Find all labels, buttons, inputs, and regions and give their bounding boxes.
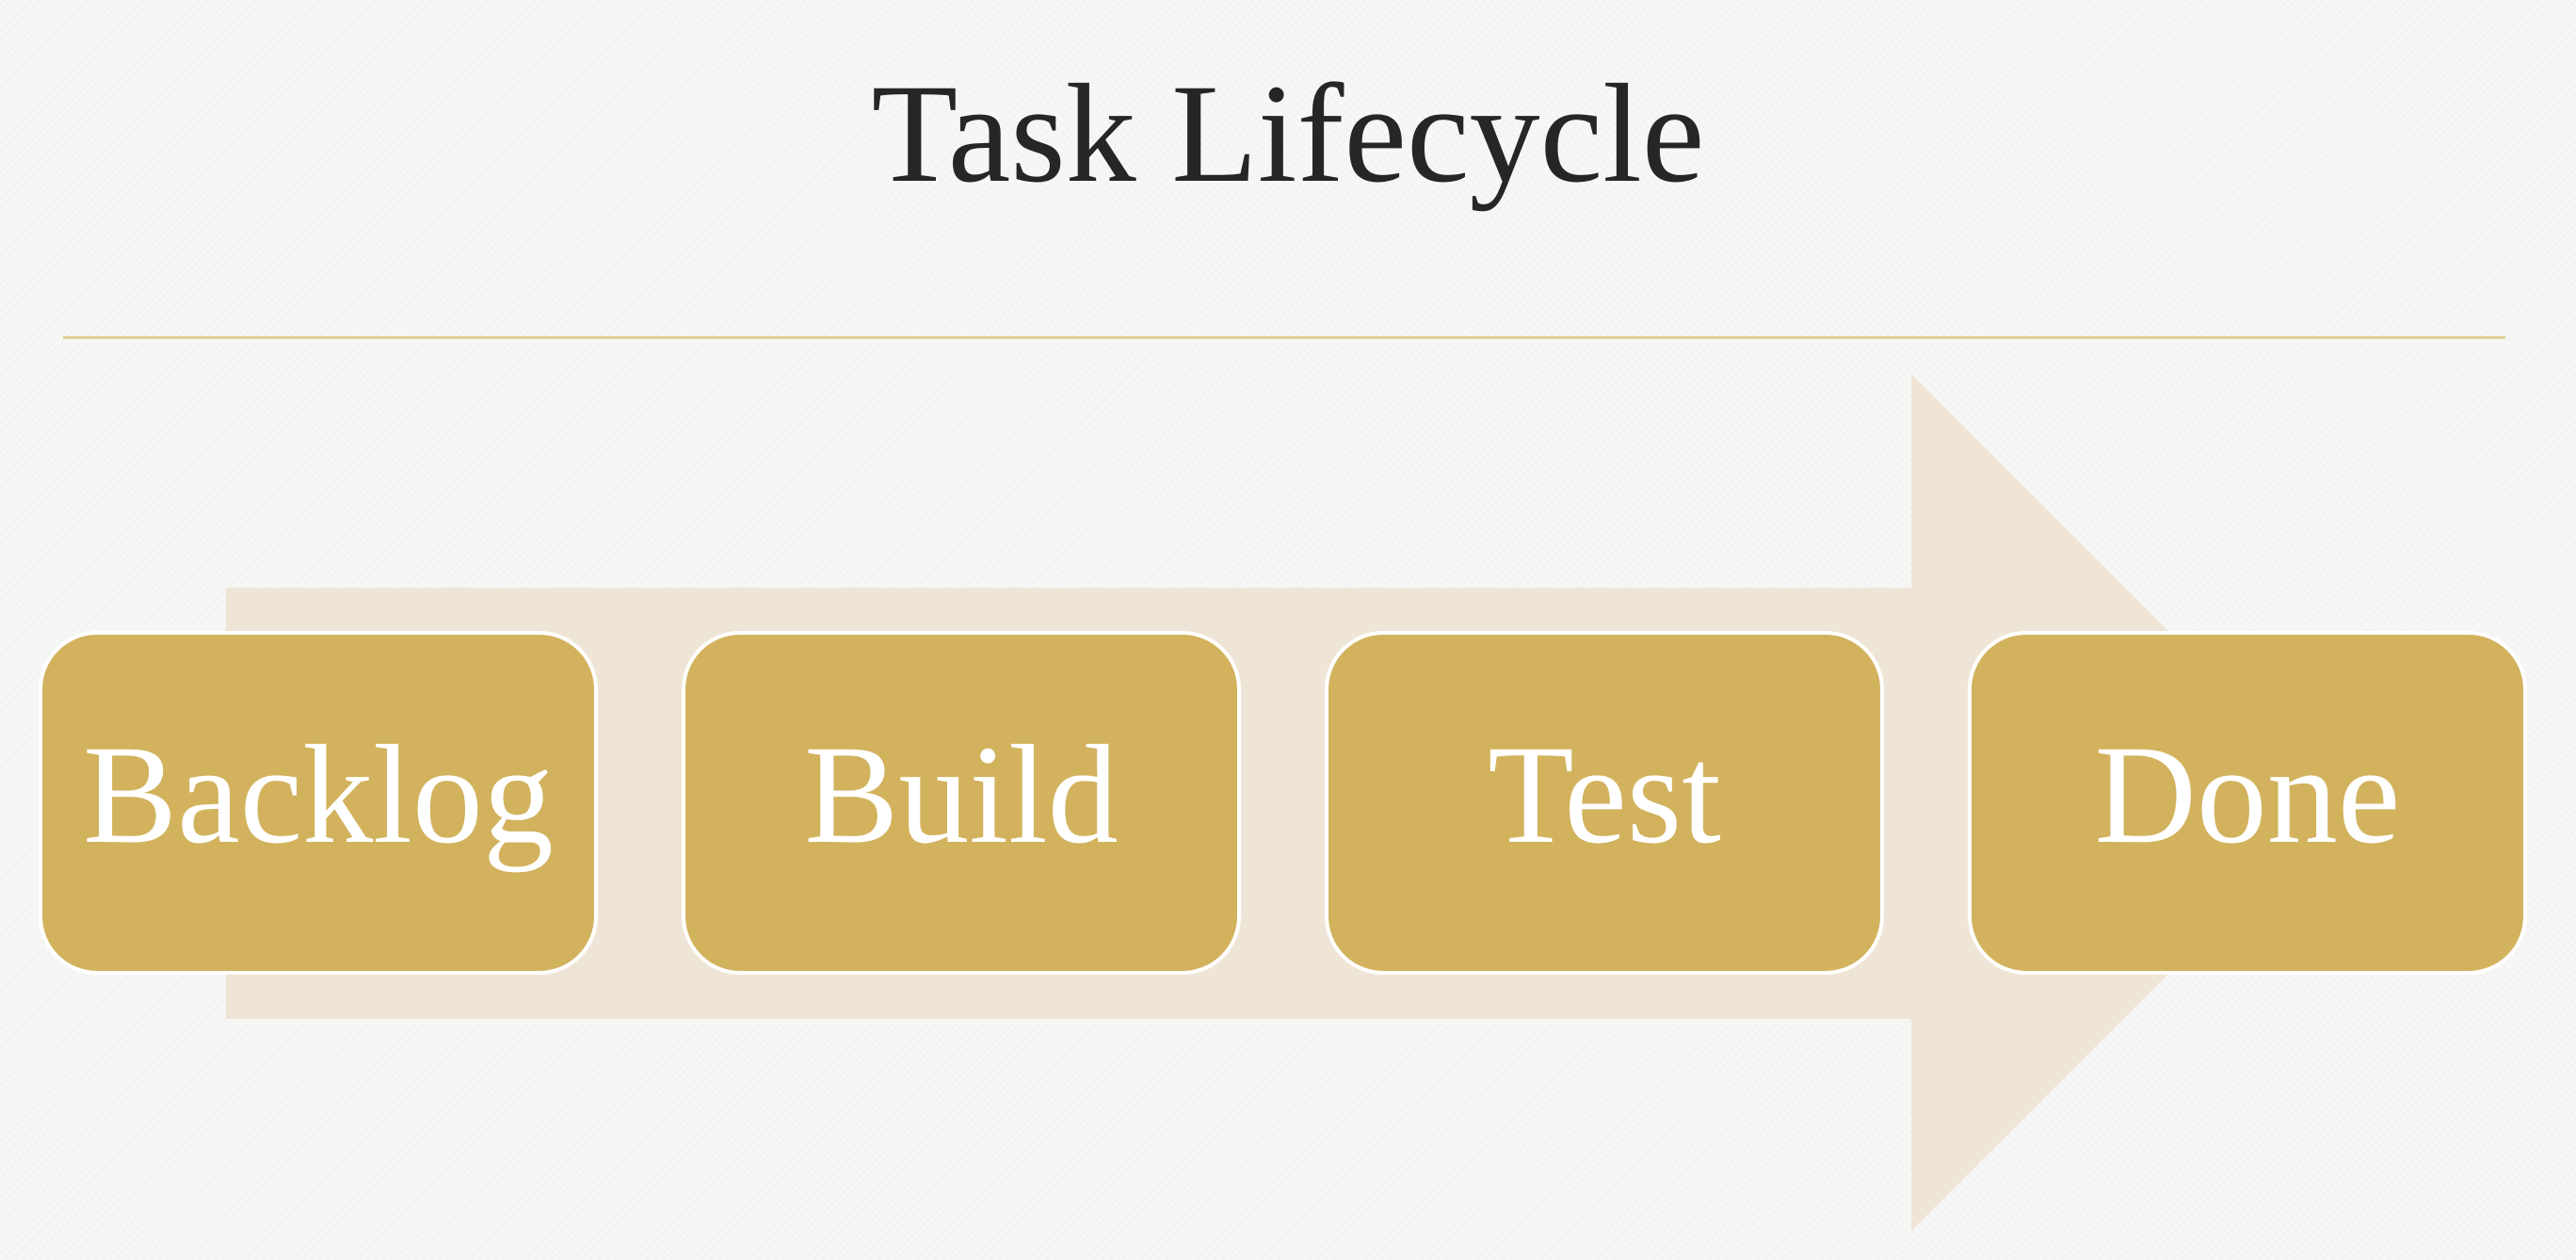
stage-box-backlog: Backlog	[39, 631, 598, 975]
stage-label: Backlog	[83, 716, 554, 873]
slide-title: Task Lifecycle	[871, 56, 1705, 212]
stage-box-build: Build	[682, 631, 1241, 975]
stage-box-done: Done	[1968, 631, 2527, 975]
stage-label: Done	[2094, 716, 2401, 873]
stage-box-test: Test	[1325, 631, 1884, 975]
stage-label: Build	[804, 716, 1119, 873]
title-divider	[63, 336, 2505, 339]
stage-label: Test	[1488, 716, 1721, 873]
process-arrow-shape	[226, 374, 2340, 1231]
